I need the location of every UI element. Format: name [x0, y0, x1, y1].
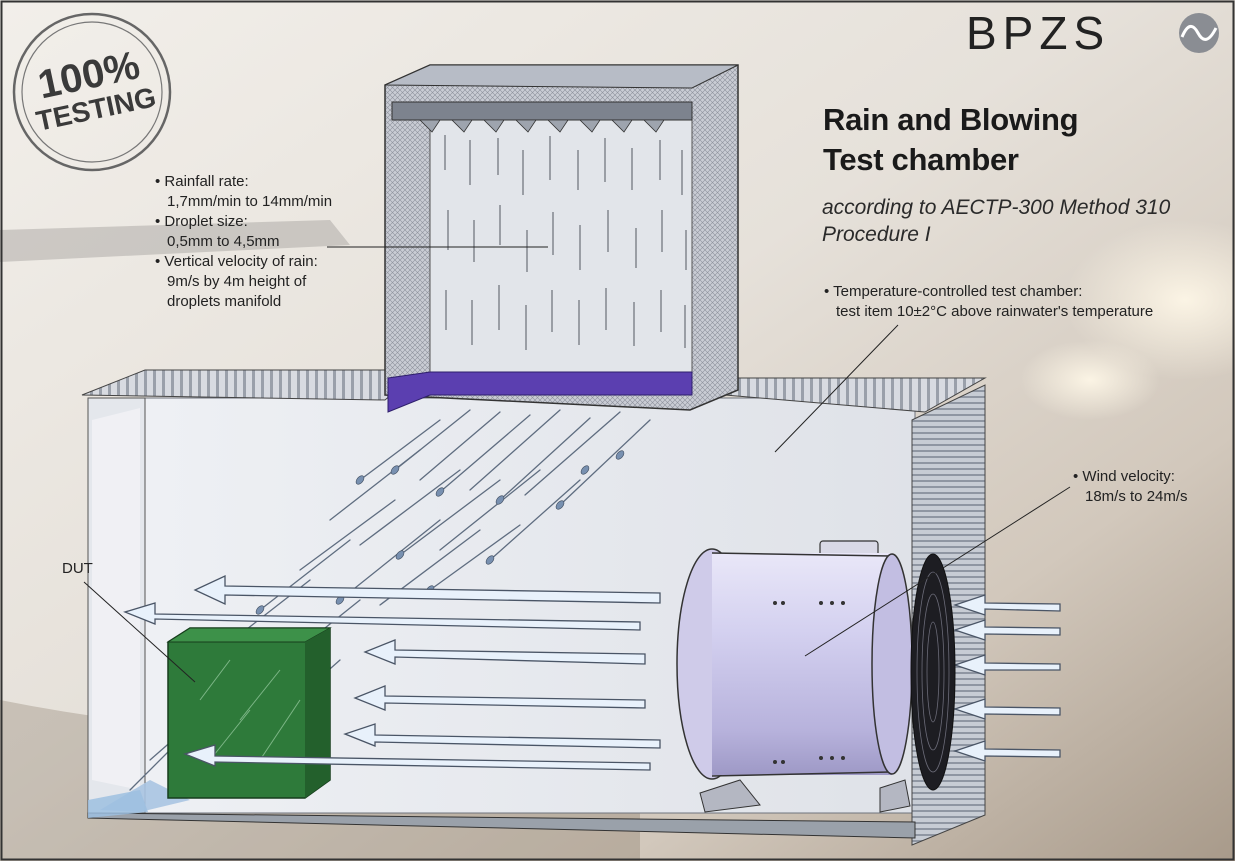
rainfall-rate-label: Rainfall rate: — [164, 173, 249, 190]
vertical-velocity-label: Vertical velocity of rain: — [164, 253, 318, 270]
chamber-spec: • Temperature-controlled test chamber: t… — [824, 283, 1154, 320]
vertical-velocity-value-1: 9m/s by 4m height of — [167, 273, 307, 290]
dut-box — [166, 627, 332, 799]
droplet-size-value: 0,5mm to 4,5mm — [167, 233, 280, 250]
droplet-size-label: Droplet size: — [164, 213, 248, 230]
wind-spec: • Wind velocity: 18m/s to 24m/s — [1073, 468, 1188, 505]
fan-unit — [676, 540, 956, 813]
title-line-2: Test chamber — [823, 142, 1019, 177]
vertical-velocity-value-2: droplets manifold — [167, 293, 282, 310]
subtitle-line-1: according to AECTP-300 Method 310 — [822, 196, 1171, 219]
wind-velocity-label: Wind velocity: — [1082, 468, 1175, 485]
page-subtitle: according to AECTP-300 Method 310 Proced… — [822, 194, 1170, 248]
brand-name: BPZS — [966, 7, 1111, 59]
dut-label: DUT — [62, 560, 93, 577]
wave-circle-icon — [1179, 13, 1219, 53]
rain-specs: • Rainfall rate: 1,7mm/min to 14mm/min •… — [155, 173, 333, 310]
rainfall-rate-value: 1,7mm/min to 14mm/min — [167, 193, 333, 210]
page-title: Rain and Blowing Test chamber — [823, 100, 1079, 180]
chamber-spec-line-2: test item 10±2°C above rainwater's tempe… — [836, 303, 1154, 320]
wind-velocity-value: 18m/s to 24m/s — [1085, 488, 1188, 505]
title-line-1: Rain and Blowing — [823, 102, 1079, 137]
chamber-spec-line-1: Temperature-controlled test chamber: — [833, 283, 1083, 300]
subtitle-line-2: Procedure I — [822, 223, 931, 246]
round-stamp-icon — [12, 12, 172, 172]
